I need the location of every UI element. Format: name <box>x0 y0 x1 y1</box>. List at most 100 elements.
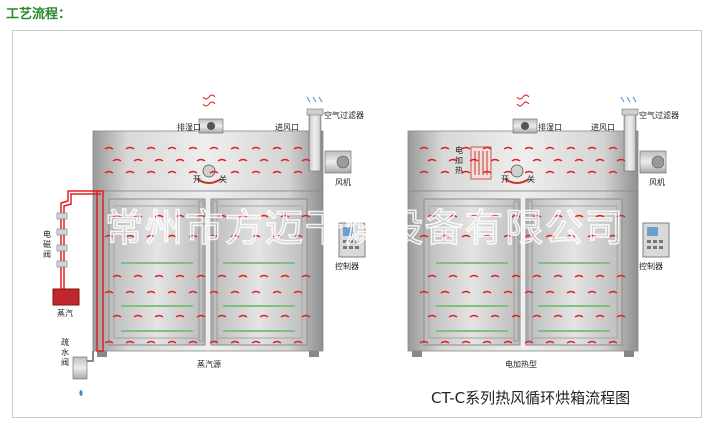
hot-air-dash <box>503 146 513 150</box>
hot-air-dash <box>595 214 605 218</box>
right-air-filter-label: 空气过滤器 <box>639 110 679 120</box>
diagram-frame: 排湿口 进风口 空气过滤器 开 关 风机 控制器 电磁阀 蒸汽 疏水阀 蒸汽源 … <box>12 30 702 418</box>
hot-air-dash <box>209 146 219 150</box>
hot-air-dash <box>230 234 240 238</box>
hot-air-dash <box>490 158 500 162</box>
hot-air-dash <box>511 274 521 278</box>
hot-air-dash <box>301 214 311 218</box>
left-exhaust-valve-icon <box>207 122 215 130</box>
hot-air-dash <box>217 314 227 318</box>
hot-air-dash <box>524 234 534 238</box>
right-handle-1 <box>513 200 519 342</box>
hot-air-dash <box>616 158 626 162</box>
hot-air-dash <box>167 170 177 174</box>
hot-air-dash <box>419 146 429 150</box>
right-bottom-label: 电加热型 <box>505 359 537 369</box>
left-hot-air-flow <box>104 146 311 344</box>
left-handle-1 <box>198 200 204 342</box>
section-heading: 工艺流程： <box>6 7 72 22</box>
left-steam-pipe <box>60 190 104 352</box>
hot-air-dash <box>524 290 534 294</box>
left-steam-label: 蒸汽 <box>57 308 73 318</box>
hot-air-dash <box>272 290 282 294</box>
hot-air-dash <box>608 146 618 150</box>
hot-air-dash <box>419 290 429 294</box>
hot-air-dash <box>104 290 114 294</box>
hot-air-dash <box>196 158 206 162</box>
right-heater-label: 电加热 <box>455 145 463 175</box>
hot-air-dash <box>469 158 479 162</box>
hot-air-dash <box>217 158 227 162</box>
hot-air-dash <box>167 290 177 294</box>
hot-air-dash <box>545 170 555 174</box>
hot-air-dash <box>272 170 282 174</box>
hot-air-dash <box>616 214 626 218</box>
hot-air-dash <box>469 274 479 278</box>
hot-air-dash <box>553 314 563 318</box>
hot-air-dash <box>448 214 458 218</box>
hot-air-dash <box>280 158 290 162</box>
right-damper-arc <box>504 178 530 184</box>
hot-air-dash <box>293 146 303 150</box>
diagram-caption: CT-C系列热风循环烘箱流程图 <box>431 389 630 407</box>
hot-air-dash <box>146 340 156 344</box>
hot-air-dash <box>188 290 198 294</box>
hot-air-dash <box>188 146 198 150</box>
left-shelves <box>121 262 295 332</box>
hot-air-dash <box>469 214 479 218</box>
hot-air-dash <box>419 234 429 238</box>
right-air-in-label: 进风口 <box>591 123 615 132</box>
hot-air-dash <box>251 146 261 150</box>
right-controller-screen <box>647 227 658 236</box>
right-close-label: 关 <box>527 174 535 184</box>
hot-air-dash <box>448 314 458 318</box>
hot-air-dash <box>196 314 206 318</box>
left-open-label: 开 <box>193 175 201 184</box>
hot-air-dash <box>511 214 521 218</box>
hot-air-dash <box>608 340 618 344</box>
hot-air-dash <box>448 274 458 278</box>
hot-air-dash <box>230 146 240 150</box>
hot-air-dash <box>301 314 311 318</box>
hot-air-dash <box>293 234 303 238</box>
hot-air-dash <box>238 314 248 318</box>
hot-air-dash <box>490 214 500 218</box>
hot-air-dash <box>209 290 219 294</box>
hot-air-dash <box>209 234 219 238</box>
left-air-inlet <box>308 110 322 172</box>
left-damper-arc <box>196 178 222 184</box>
hot-air-dash <box>125 340 135 344</box>
hot-air-dash <box>524 146 534 150</box>
hot-air-dash <box>440 290 450 294</box>
hot-air-dash <box>503 170 513 174</box>
hot-air-dash <box>608 290 618 294</box>
hot-air-dash <box>461 146 471 150</box>
hot-air-dash <box>188 340 198 344</box>
left-air-filter-label: 空气过滤器 <box>324 110 364 120</box>
hot-air-dash <box>272 340 282 344</box>
hot-air-dash <box>566 146 576 150</box>
hot-air-dash <box>545 290 555 294</box>
hot-air-dash <box>490 274 500 278</box>
hot-air-dash <box>440 146 450 150</box>
left-exhaust-flow <box>202 94 216 107</box>
hot-air-dash <box>154 314 164 318</box>
hot-air-dash <box>566 234 576 238</box>
left-drain-valve-icon <box>72 356 88 380</box>
right-heater-icon <box>470 146 492 180</box>
right-damper-dial-icon <box>510 164 524 178</box>
hot-air-dash <box>209 340 219 344</box>
hot-air-dash <box>217 274 227 278</box>
hot-air-dash <box>440 340 450 344</box>
hot-air-dash <box>104 234 114 238</box>
hot-air-dash <box>251 170 261 174</box>
hot-air-dash <box>112 314 122 318</box>
right-hot-air-flow <box>419 146 626 344</box>
hot-air-dash <box>238 158 248 162</box>
left-fan-rotor-icon <box>336 155 350 169</box>
hot-air-dash <box>616 274 626 278</box>
left-solenoid-valve-label: 电磁阀 <box>43 229 51 259</box>
hot-air-dash <box>133 314 143 318</box>
hot-air-dash <box>419 340 429 344</box>
left-water-drop-icon <box>79 390 83 396</box>
